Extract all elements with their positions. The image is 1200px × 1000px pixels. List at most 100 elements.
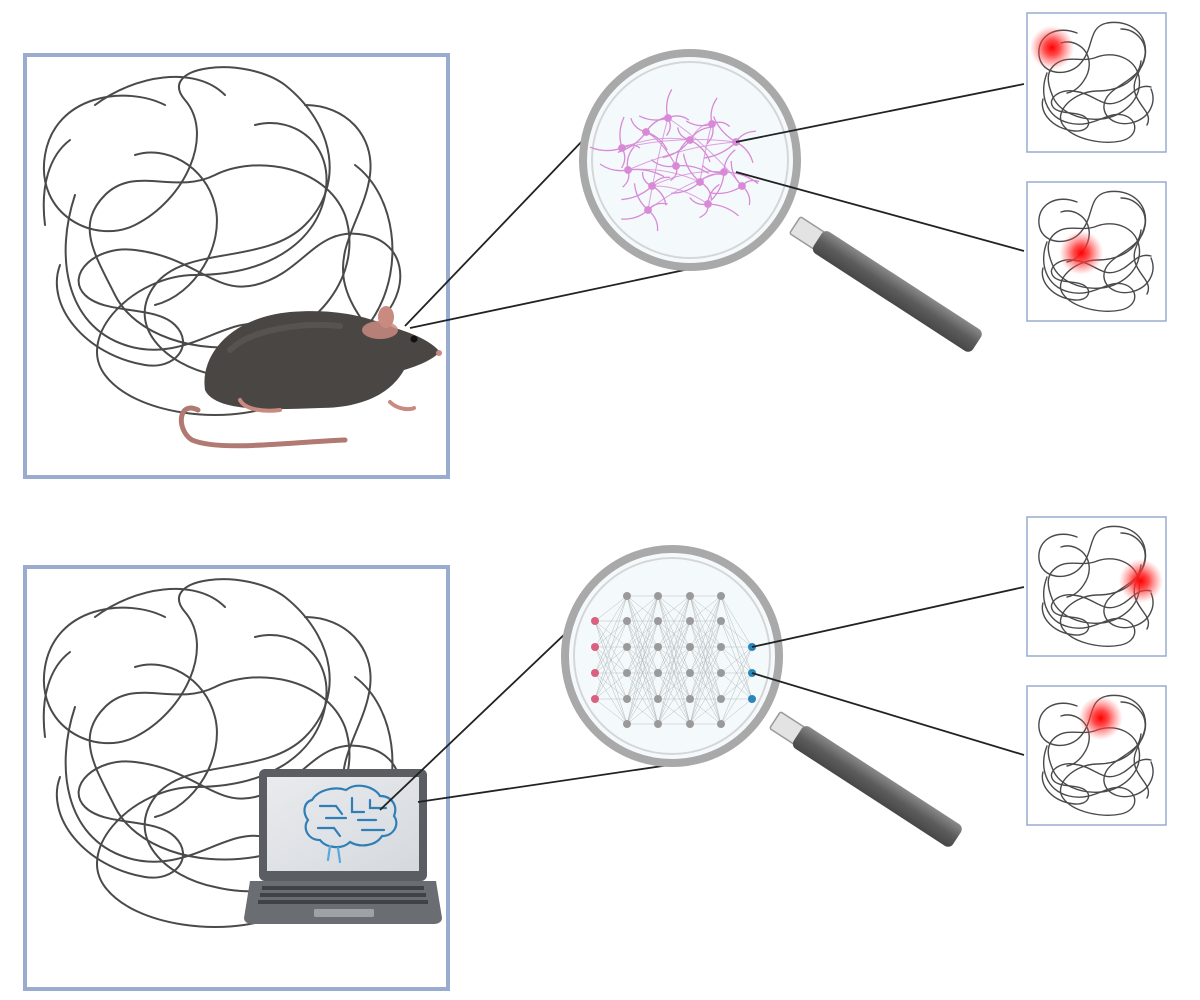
neuron-axon	[651, 171, 725, 187]
neuron-dendrite	[703, 141, 737, 159]
neuron-axon	[621, 139, 737, 149]
connector-top-field-1	[735, 83, 1025, 143]
neuron-dendrite	[711, 121, 731, 127]
ann-hidden-node	[654, 592, 662, 600]
neuron-dendrite	[626, 146, 635, 171]
ann-connection	[689, 646, 722, 725]
ann-connection	[594, 646, 628, 700]
ann-hidden-node	[686, 720, 694, 728]
ann-connection	[657, 698, 691, 725]
neuron-dendrite	[671, 181, 701, 194]
neuron-axon	[627, 141, 737, 171]
place-field-map-top-1	[1026, 12, 1167, 153]
ann-connection	[626, 672, 659, 725]
neuron-dendrite	[689, 139, 711, 163]
neuron-dendrite	[647, 209, 659, 232]
ann-connection	[626, 620, 659, 725]
ann-connection	[594, 595, 628, 622]
neuron-dendrite	[599, 163, 629, 172]
magnifying-glass-icon	[579, 49, 982, 352]
ann-connection	[720, 646, 753, 725]
ann-connection	[720, 646, 753, 700]
ann-hidden-node	[654, 695, 662, 703]
neuron-dendrite	[617, 131, 647, 153]
ann-hidden-node	[717, 695, 725, 703]
ann-hidden-node	[686, 592, 694, 600]
neuron-dendrite	[741, 185, 751, 206]
ann-connection	[657, 595, 691, 725]
neuron-dendrite	[662, 139, 691, 159]
ann-hidden-node	[623, 643, 631, 651]
ann-connection	[689, 672, 722, 725]
ann-connection	[689, 595, 722, 674]
ann-connection	[594, 595, 628, 674]
connector-top-upper	[404, 136, 587, 327]
ann-hidden-node	[686, 695, 694, 703]
ann-connection	[626, 595, 659, 674]
ann-hidden-node	[686, 669, 694, 677]
neuron-axon	[647, 117, 669, 211]
neuron-axon	[667, 117, 743, 187]
neuron-axon	[651, 185, 709, 205]
ann-hidden-node	[654, 669, 662, 677]
ann-connection	[594, 620, 628, 700]
ann-hidden-node	[717, 592, 725, 600]
ann-connection	[626, 595, 659, 700]
ann-connection	[657, 595, 691, 674]
neuron-dendrite	[670, 165, 678, 182]
ann-hidden-node	[623, 617, 631, 625]
connector-bottom-field-1	[751, 586, 1025, 648]
ann-connection	[689, 620, 722, 725]
ann-connection	[657, 646, 691, 725]
neuron-dendrite	[630, 117, 647, 133]
ann-hidden-node	[686, 643, 694, 651]
ann-connection	[594, 595, 628, 700]
place-field-map-top-2	[1026, 181, 1167, 322]
neuron-axon	[689, 123, 713, 141]
neuron-dendrite	[619, 116, 625, 149]
neuron-dendrite	[710, 97, 718, 125]
neuron-dendrite	[675, 140, 688, 167]
ann-hidden-node	[623, 669, 631, 677]
neuron-dendrite	[665, 89, 673, 119]
neuron-dendrite	[650, 159, 677, 168]
ann-hidden-node	[623, 695, 631, 703]
neuron-dendrite	[710, 171, 725, 202]
ann-connection	[626, 595, 659, 648]
connector-top-field-2	[735, 171, 1025, 252]
ann-connection	[720, 646, 753, 674]
connector-bottom-field-2	[751, 672, 1025, 756]
ann-hidden-node	[623, 720, 631, 728]
ann-connection	[657, 620, 691, 725]
neuron-dendrite	[699, 181, 712, 200]
ann-connection	[657, 672, 691, 725]
neuron-dendrite	[682, 153, 701, 183]
neuron-dendrite	[589, 146, 623, 152]
neuron-dendrite	[707, 183, 720, 205]
ann-connection	[626, 646, 659, 725]
circuit-brain-icon	[303, 784, 398, 864]
place-field-map-bottom-2	[1026, 685, 1167, 826]
top-panel	[23, 12, 1167, 479]
connector-bottom-upper	[379, 630, 569, 811]
artificial-neural-network	[591, 592, 756, 728]
ann-hidden-node	[623, 592, 631, 600]
neuron-network	[589, 89, 760, 232]
ann-connection	[689, 595, 722, 648]
neuron-dendrite	[641, 171, 653, 187]
ann-connection	[594, 672, 628, 700]
neuron-dendrite	[633, 183, 649, 211]
ann-hidden-node	[686, 617, 694, 625]
ann-connection	[657, 595, 691, 700]
bottom-panel	[23, 516, 1167, 991]
arena-frame-bottom	[23, 565, 450, 991]
neuron-dendrite	[711, 185, 743, 195]
ann-connection	[720, 672, 753, 725]
ann-connection	[657, 595, 691, 648]
ann-connection	[720, 698, 753, 725]
ann-hidden-node	[654, 617, 662, 625]
ann-connection	[720, 595, 753, 648]
ann-input-node	[591, 695, 599, 703]
neuron-dendrite	[699, 173, 723, 183]
ann-hidden-node	[717, 669, 725, 677]
